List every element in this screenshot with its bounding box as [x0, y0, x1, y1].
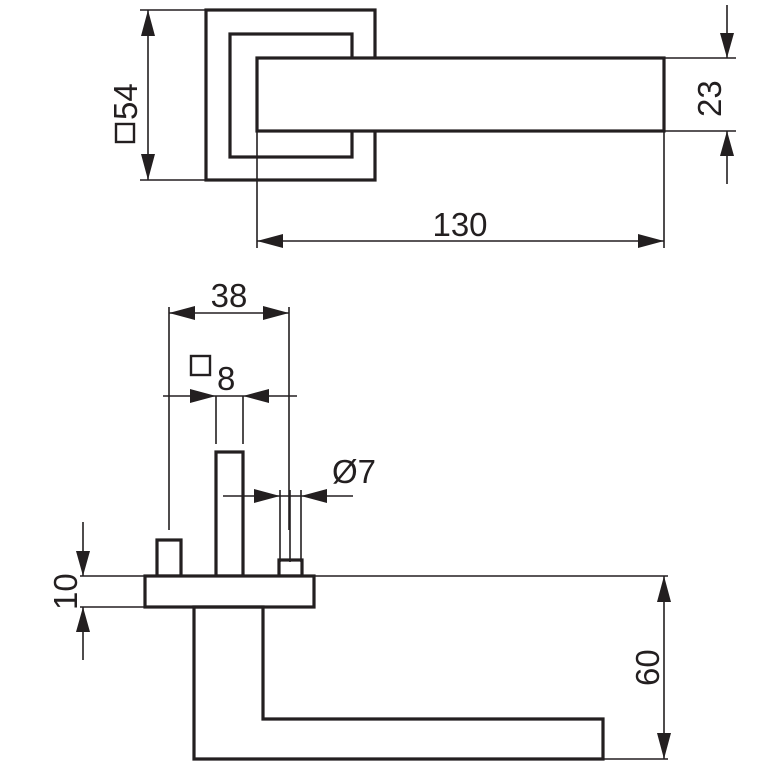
label-lever-projection: 60	[629, 649, 666, 686]
dim-spindle-square: 8	[163, 354, 297, 444]
label-spindle-square: 8	[217, 360, 235, 397]
label-screw-diameter: Ø7	[332, 453, 376, 490]
dim-lever-projection: 60	[314, 575, 671, 760]
dim-rose-square: 54	[107, 9, 206, 181]
square-symbol-icon	[189, 354, 212, 377]
side-view: 38 8 Ø7	[47, 277, 671, 761]
top-view: 54 23 130	[107, 5, 736, 248]
rose-pin-left	[155, 538, 183, 578]
label-rose-square: 54	[107, 83, 144, 120]
square-spindle	[214, 450, 245, 578]
dim-screw-diameter: Ø7	[223, 453, 376, 562]
lever-side-profile	[192, 605, 605, 761]
rose-screw-right	[277, 558, 304, 578]
lever-top-body	[255, 56, 666, 133]
dim-lever-height: 23	[664, 5, 736, 184]
dim-lever-length: 130	[256, 131, 665, 248]
rose-plate	[143, 574, 316, 609]
label-spindle-spacing: 38	[211, 277, 248, 314]
dim-spindle-spacing: 38	[168, 277, 290, 530]
label-lever-length: 130	[432, 206, 487, 243]
label-lever-height: 23	[691, 80, 728, 117]
square-symbol-icon	[114, 122, 136, 144]
label-rose-thickness: 10	[47, 573, 84, 610]
dim-rose-thickness: 10	[47, 522, 145, 660]
